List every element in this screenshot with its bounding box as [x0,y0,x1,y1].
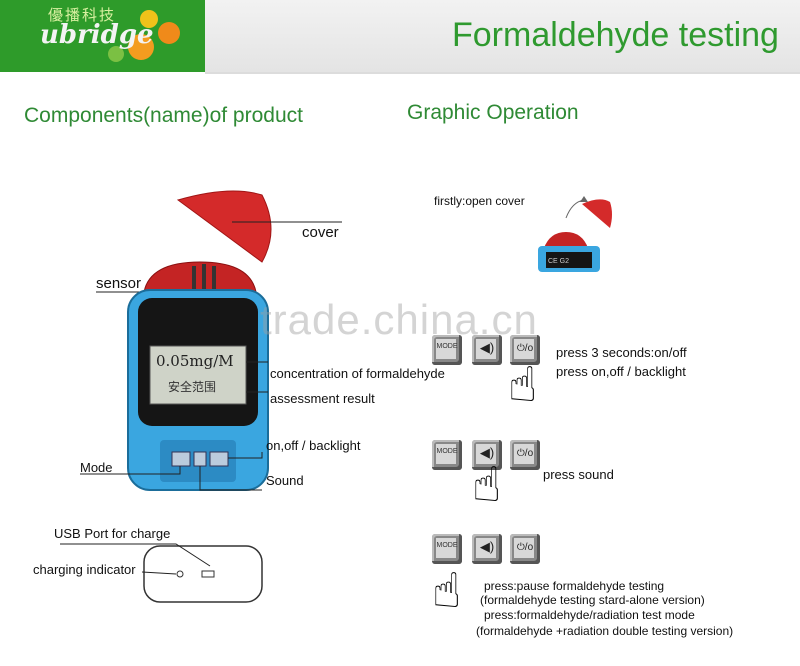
product-diagram [60,190,342,603]
charging-indicator-label: charging indicator [33,562,136,577]
power-button-shape [209,451,229,467]
power-icon: ⏻/o [516,343,534,354]
usb-port-label: USB Port for charge [54,526,171,541]
sensor-slot [192,266,196,290]
sound-leader-line [199,466,262,491]
lcd-screen [149,345,247,405]
step3-label: press sound [543,467,614,482]
power-button[interactable]: ⏻/o [510,534,540,564]
sensor-shape [143,261,257,293]
page-title: Formaldehyde testing [452,16,779,54]
mode-button[interactable]: MODE [432,335,462,365]
usb-port-shape [201,570,215,578]
mode-button[interactable]: MODE [432,534,462,564]
step2-label-line1: press 3 seconds:on/off [556,345,687,360]
speaker-icon: ◀) [479,340,495,355]
sensor-slot [202,264,206,290]
step2-label-line2: press on,off / backlight [556,364,686,379]
lcd-reading: 0.05mg/M [156,352,234,370]
logo-dot-orange-large [128,34,154,60]
power-leader-line [228,452,263,459]
sound-label: Sound [266,473,304,488]
concentration-label: concentration of formaldehyde [270,366,445,381]
mini-device-face [546,252,592,268]
usb-leader-line [60,543,211,567]
operation-section-title: Graphic Operation [407,101,579,124]
power-icon: ⏻/o [516,542,534,553]
speaker-icon: ◀) [479,539,495,554]
power-button[interactable]: ⏻/o [510,335,540,365]
open-arrow [565,199,585,219]
sound-button-shape [193,451,207,467]
logo-brand-text: ubridge [40,20,154,50]
speaker-icon: ◀) [479,445,495,460]
pointing-hand-icon: ☝ [472,459,502,512]
logo-chinese-text: 優播科技 [48,6,117,24]
charging-indicator-dot [176,570,184,578]
mini-cover-shape [582,199,612,228]
power-icon: ⏻/o [516,448,534,459]
step4-label-line1: press:pause formaldehyde testing [484,579,665,593]
logo-dot-yellow [140,10,158,28]
step4-label-line2: (formaldehyde testing stard-alone versio… [480,593,705,607]
cover-shape [176,190,272,263]
sensor-label: sensor [96,275,142,292]
open-arrow-head [580,196,588,202]
lcd-status: 安全范围 [168,380,217,394]
power-label: on,off / backlight [266,438,361,453]
mode-button-shape [171,451,191,467]
mode-button[interactable]: MODE [432,440,462,470]
pointing-hand-icon: ☝ [432,565,462,618]
logo-dot-green [108,46,124,62]
assessment-label: assessment result [270,391,375,406]
header-divider [205,72,800,74]
cover-label: cover [302,224,339,241]
charging-leader-line [141,571,177,575]
mini-sensor-shape [544,232,588,248]
sound-button[interactable]: ◀) [472,335,502,365]
pointing-hand-icon: ☝ [508,359,538,412]
sensor-slot [212,266,216,290]
device-side-view [143,545,263,603]
logo-dot-orange [158,22,180,44]
mode-leader-line [80,466,181,475]
step4-label-line3: press:formaldehyde/radiation test mode [484,608,695,622]
power-button[interactable]: ⏻/o [510,440,540,470]
step4-label-line4: (formaldehyde +radiation double testing … [476,624,734,638]
open-cover-diagram [538,196,612,272]
logo [0,0,205,72]
step1-label: firstly:open cover [434,194,525,208]
components-section-title: Components(name)of product [24,104,303,127]
mini-device-code: CE G2 [548,258,570,265]
sound-button[interactable]: ◀) [472,440,502,470]
sound-button[interactable]: ◀) [472,534,502,564]
mode-label: Mode [80,460,113,475]
